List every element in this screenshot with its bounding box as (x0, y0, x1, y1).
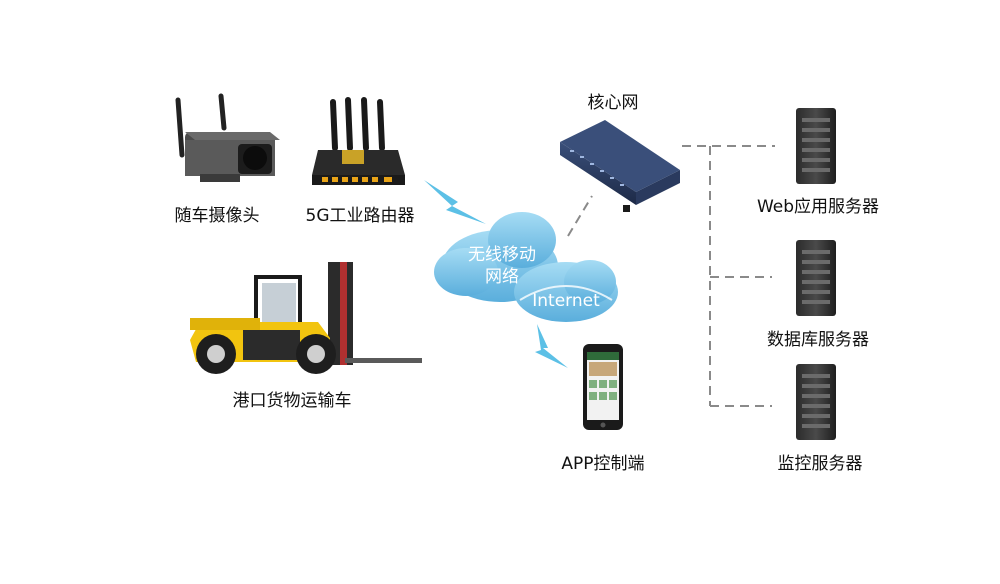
db-server-tower-icon (796, 240, 836, 316)
forklift-icon (190, 262, 422, 374)
monitor-server-tower-icon (796, 364, 836, 440)
cloud-label-internet: Internet (532, 291, 600, 311)
signal-bolt-left-icon (424, 180, 486, 224)
web-server-tower-icon (796, 108, 836, 184)
router-label: 5G工业路由器 (305, 206, 415, 226)
router-icon (312, 97, 405, 185)
camera-label: 随车摄像头 (174, 206, 260, 226)
server-links (682, 145, 775, 407)
cloud-icon (434, 212, 618, 322)
monitor-server-label: 监控服务器 (777, 454, 863, 474)
app-label: APP控制端 (561, 454, 645, 474)
cloud-label-line2: 网络 (485, 267, 519, 287)
signal-bolt-bottom-icon (535, 324, 568, 368)
forklift-label: 港口货物运输车 (232, 391, 352, 411)
smartphone-icon (583, 344, 623, 430)
db-server-label: 数据库服务器 (767, 330, 869, 350)
web-server-label: Web应用服务器 (756, 197, 880, 217)
camera-icon (175, 93, 280, 182)
core-network-rack-icon (560, 120, 680, 212)
link-cloud-core (567, 195, 593, 237)
cloud-label-line1: 无线移动 (468, 245, 536, 265)
core-network-label: 核心网 (587, 93, 639, 113)
